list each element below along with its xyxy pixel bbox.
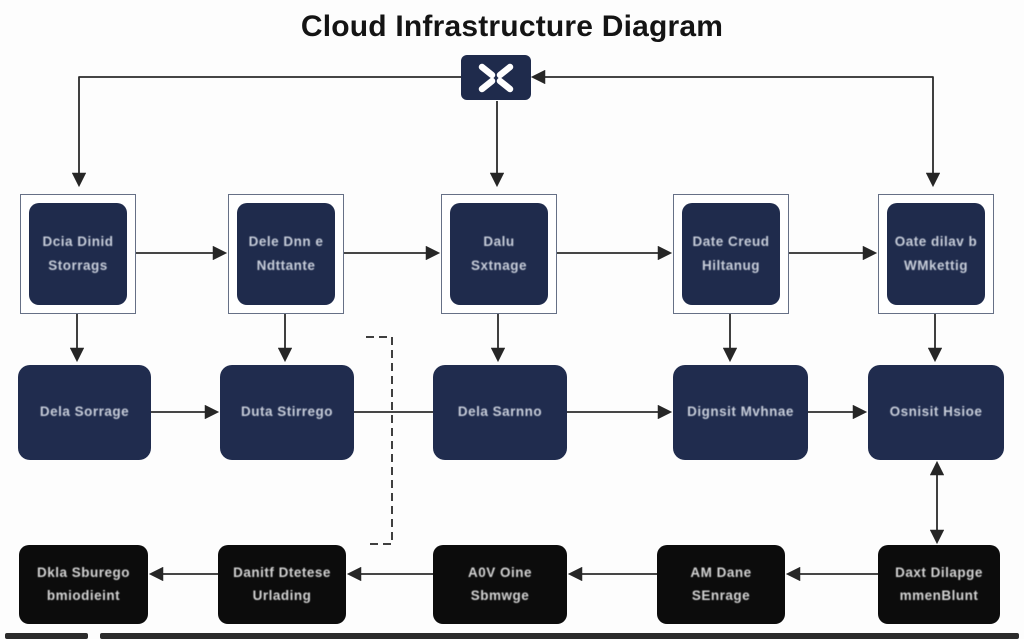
node-bottom-1: Dkla Sburego bmiodieint [19, 545, 148, 624]
node-label-line: Daxt Dilapge [895, 564, 983, 580]
node-top-4-body: Date Creud Hiltanug [682, 203, 780, 305]
node-top-2-body: Dele Dnn e Ndttante [237, 203, 335, 305]
node-middle-4: Dignsit Mvhnae [673, 365, 808, 460]
network-hub-node [461, 55, 531, 100]
node-label-line: Date Creud [692, 234, 770, 250]
node-label-line: Dela Sorrage [39, 404, 130, 420]
node-label-line: Hiltanug [702, 257, 760, 273]
node-bottom-3: A0V Oine Sbmwge [433, 545, 567, 624]
node-label-line: mmenBlunt [899, 588, 979, 603]
node-label-line: A0V Oine [467, 564, 533, 580]
bottom-edge-strip [100, 633, 1019, 639]
node-top-5-body: Oate dilav b WMkettig [887, 203, 985, 305]
node-middle-2: Duta Stirrego [220, 365, 354, 460]
crossed-arrows-icon [478, 63, 514, 92]
node-label-line: WMkettig [904, 257, 968, 273]
node-label-line: Dele Dnn e [248, 234, 324, 250]
node-label-line: Dalu [483, 234, 515, 250]
node-middle-1: Dela Sorrage [18, 365, 151, 460]
node-label-line: Dela Sarnno [457, 404, 543, 420]
node-top-4: Date Creud Hiltanug [673, 194, 789, 314]
node-label-line: bmiodieint [46, 588, 121, 603]
node-middle-3: Dela Sarnno [433, 365, 567, 460]
node-top-5: Oate dilav b WMkettig [878, 194, 994, 314]
node-top-1-body: Dcia Dinid Storrags [29, 203, 127, 305]
node-label-line: Dkla Sburego [36, 564, 131, 580]
diagram-title: Cloud Infrastructure Diagram [300, 10, 724, 43]
node-label-line: Ndttante [256, 257, 316, 273]
node-label-line: Sbmwge [470, 588, 530, 603]
node-label-line: Dignsit Mvhnae [687, 404, 794, 420]
node-top-1: Dcia Dinid Storrags [20, 194, 136, 314]
node-label-line: Urlading [252, 588, 312, 603]
node-label-line: Oate dilav b [894, 234, 978, 250]
node-label-line: AM Dane [690, 564, 752, 580]
node-top-3: Dalu Sxtnage [441, 194, 557, 314]
node-label-line: Osnisit Hsioe [889, 404, 983, 420]
node-label-line: Sxtnage [470, 257, 528, 273]
node-label-line: SEnrage [691, 588, 751, 603]
node-top-3-body: Dalu Sxtnage [450, 203, 548, 305]
bottom-edge-strip [5, 633, 88, 639]
node-bottom-2: Danitf Dtetese Urlading [218, 545, 346, 624]
node-top-2: Dele Dnn e Ndttante [228, 194, 344, 314]
node-label-line: Duta Stirrego [240, 404, 333, 420]
node-bottom-4: AM Dane SEnrage [657, 545, 785, 624]
node-bottom-5: Daxt Dilapge mmenBlunt [878, 545, 1000, 624]
node-middle-5: Osnisit Hsioe [868, 365, 1004, 460]
node-label-line: Storrags [48, 257, 108, 273]
node-label-line: Danitf Dtetese [233, 564, 331, 580]
node-label-line: Dcia Dinid [42, 234, 114, 250]
